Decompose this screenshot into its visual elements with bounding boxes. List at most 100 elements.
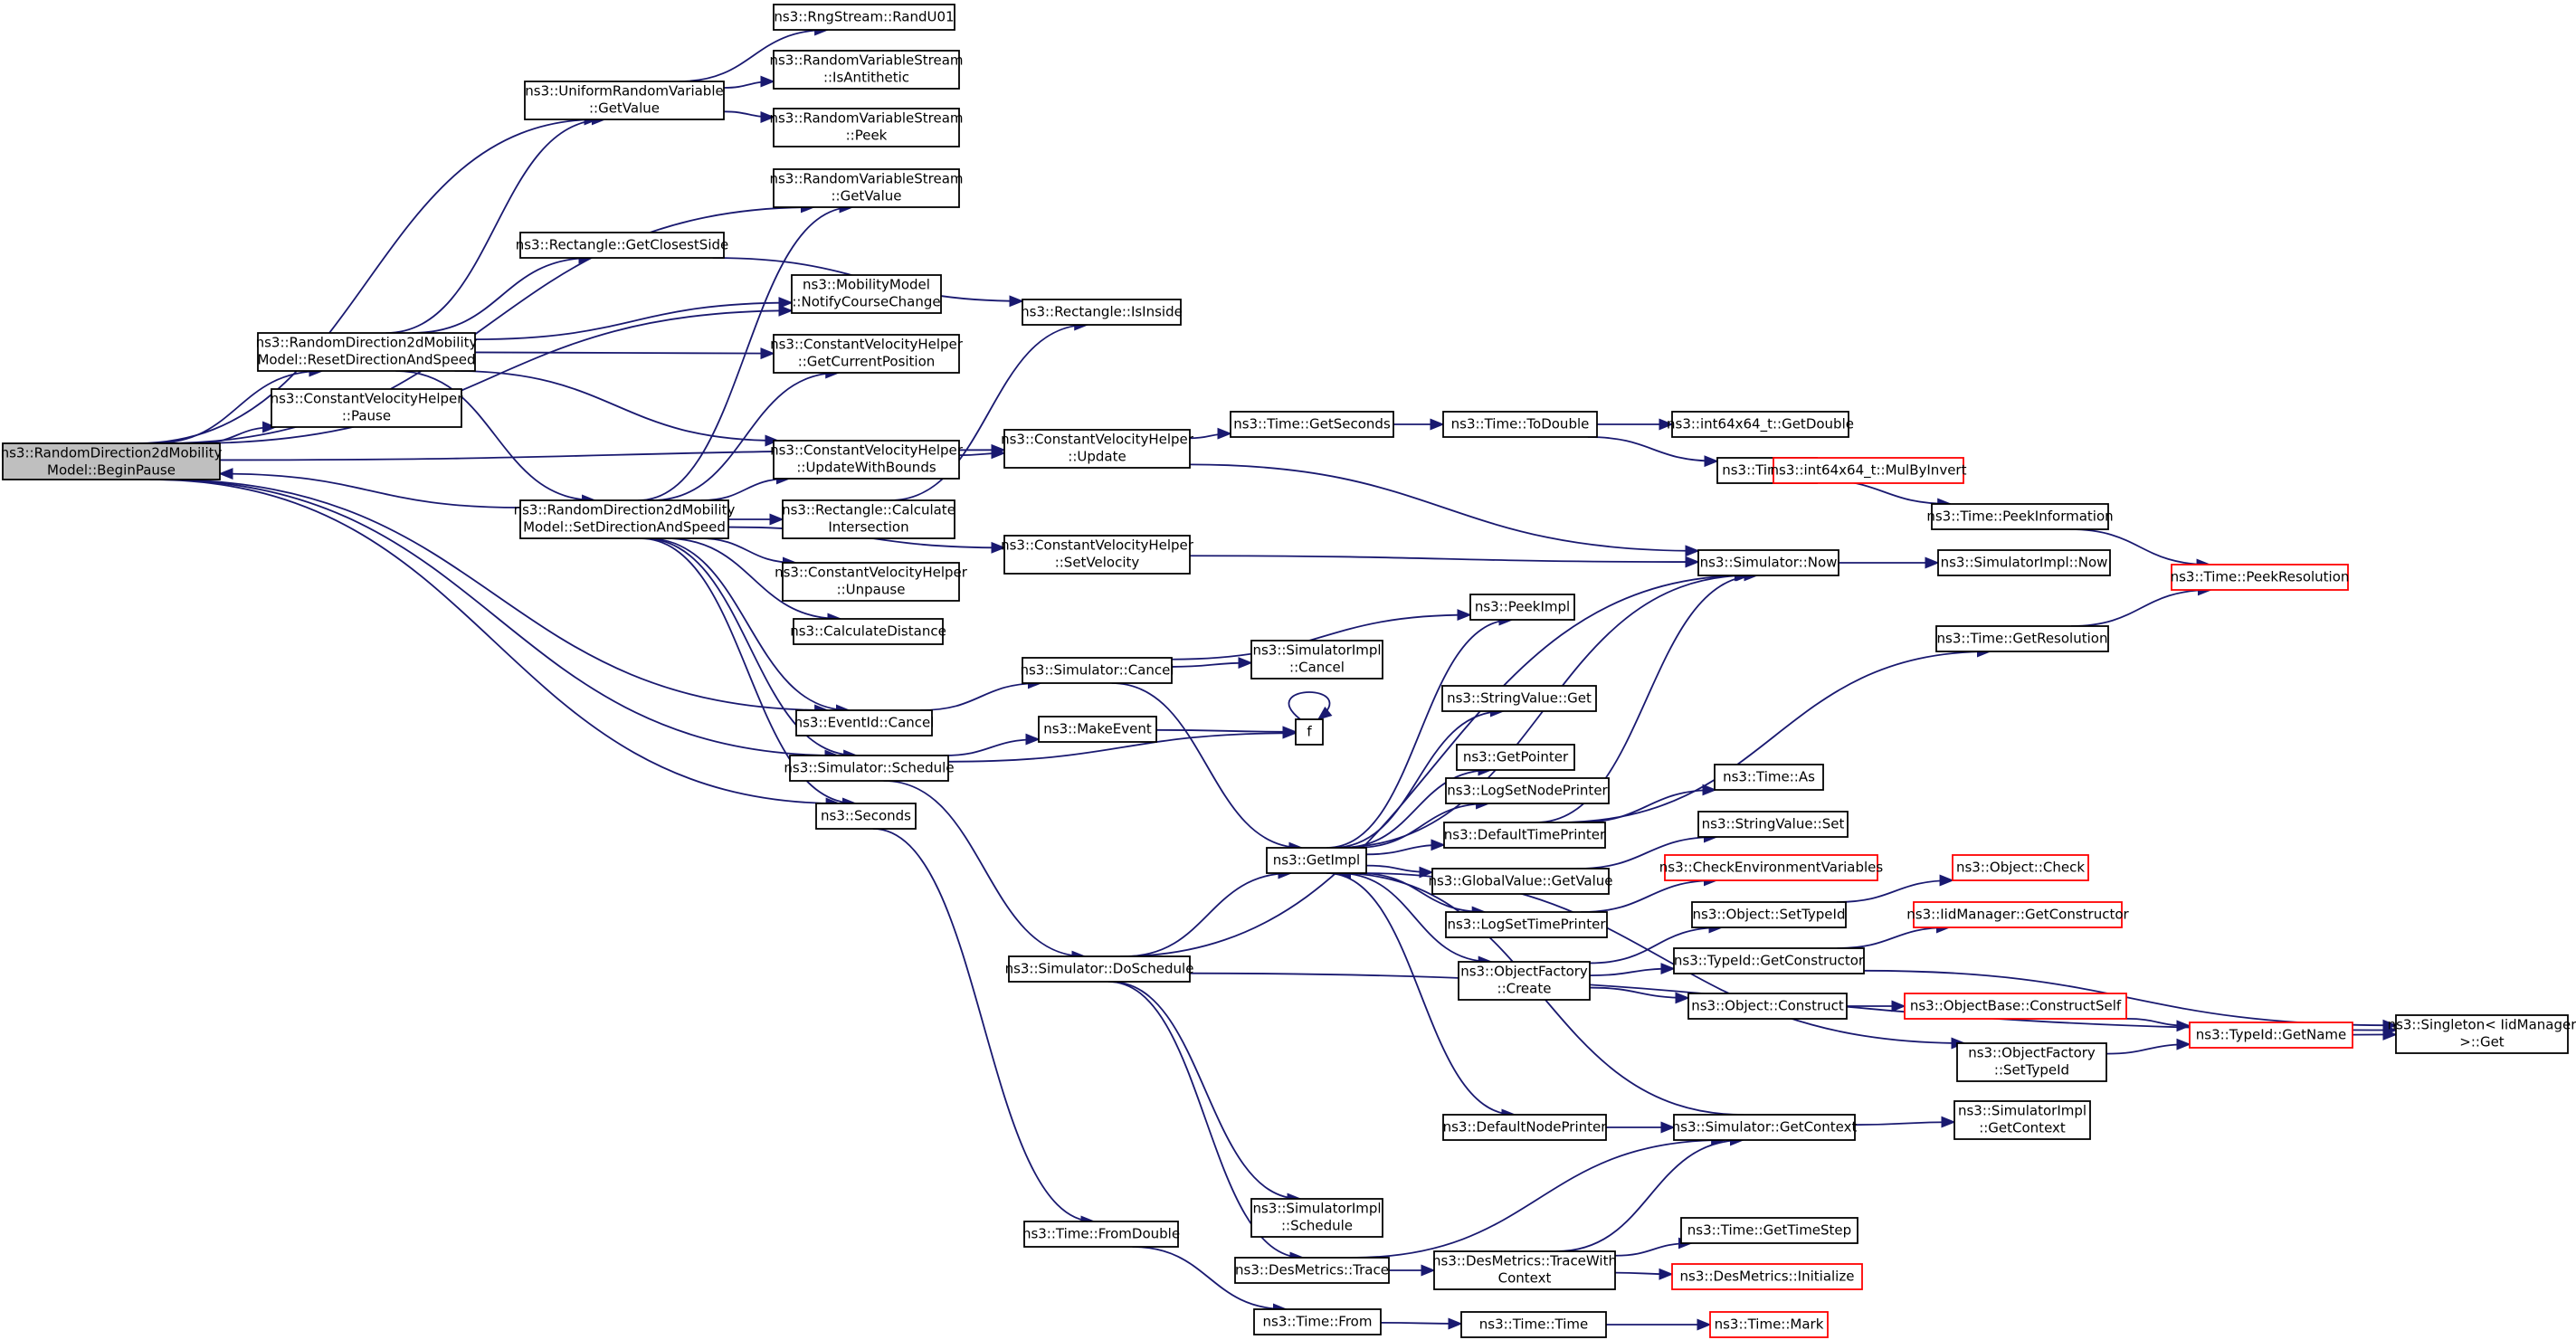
node-label-line: ns3::Time::GetSeconds [1233, 416, 1391, 432]
function-node-simimpl_getctx[interactable]: ns3::SimulatorImpl::GetContext [1953, 1100, 2091, 1140]
node-label-line: ns3::ConstantVelocityHelper [775, 565, 968, 581]
function-node-obj_construct[interactable]: ns3::Object::Construct [1687, 993, 1848, 1020]
node-label-line: ns3::Time::FromDouble [1022, 1226, 1180, 1242]
function-node-rect_closest[interactable]: ns3::Rectangle::GetClosestSide [516, 232, 729, 259]
node-box [2, 442, 221, 480]
function-node-int_mulbyinv[interactable]: ns3::int64x64_t::MulByInvert [1771, 457, 1967, 484]
function-node-cvh_setvel[interactable]: ns3::ConstantVelocityHelper::SetVelocity [1001, 535, 1194, 575]
node-box [1441, 685, 1597, 712]
function-node-cvh_upbounds[interactable]: ns3::ConstantVelocityHelper::UpdateWithB… [770, 440, 964, 480]
function-node-reset_dir[interactable]: ns3::RandomDirection2dMobilityModel::Res… [256, 332, 478, 372]
function-node-time_as[interactable]: ns3::Time::As [1714, 764, 1824, 791]
node-label-line: ns3::TypeId::GetName [2196, 1027, 2346, 1043]
node-box [1937, 549, 2111, 576]
node-box [519, 499, 729, 539]
node-box [1022, 299, 1182, 326]
function-node-desm_trace[interactable]: ns3::DesMetrics::Trace [1234, 1257, 1390, 1284]
node-label-line: ::Schedule [1281, 1218, 1353, 1234]
call-edge-sim_schedule-to-sim_dosched [883, 780, 1087, 963]
function-node-sim_schedule[interactable]: ns3::Simulator::Schedule [784, 755, 955, 782]
function-node-objfac_settypeid[interactable]: ns3::ObjectFactory::SetTypeId [1956, 1042, 2107, 1082]
call-edge-sim_dosched-to-desm_trace [1107, 981, 1305, 1264]
node-layer: ns3::RandomDirection2dMobilityModel::Beg… [1, 4, 2576, 1338]
function-node-root[interactable]: ns3::RandomDirection2dMobilityModel::Beg… [1, 442, 223, 480]
function-node-time_getres[interactable]: ns3::Time::GetResolution [1935, 625, 2109, 652]
call-edge-reset_dir-to-cvh_upbounds [454, 370, 780, 447]
function-node-getpointer[interactable]: ns3::GetPointer [1456, 744, 1575, 771]
function-node-time_peekres[interactable]: ns3::Time::PeekResolution [2171, 564, 2350, 591]
function-node-deftimeprinter[interactable]: ns3::DefaultTimePrinter [1443, 822, 1606, 849]
call-edge-sim_dosched-to-sim_now [1120, 569, 1750, 957]
function-node-rvs_anti[interactable]: ns3::RandomVariableStream::IsAntithetic [769, 50, 964, 90]
function-node-strval_get[interactable]: ns3::StringValue::Get [1441, 685, 1597, 712]
function-node-mm_notify[interactable]: ns3::MobilityModel::NotifyCourseChange [791, 274, 942, 314]
node-box [1443, 822, 1606, 849]
function-node-sim_dosched[interactable]: ns3::Simulator::DoSchedule [1005, 955, 1194, 983]
function-node-typeid_getname[interactable]: ns3::TypeId::GetName [2189, 1022, 2353, 1049]
function-node-calcdist[interactable]: ns3::CalculateDistance [790, 618, 946, 645]
function-node-sim_now[interactable]: ns3::Simulator::Now [1697, 549, 1839, 576]
node-label-line: ns3::TypeId::GetConstructor [1674, 953, 1865, 969]
function-node-urv_get[interactable]: ns3::UniformRandomVariable::GetValue [524, 81, 725, 120]
function-node-set_dir[interactable]: ns3::RandomDirection2dMobilityModel::Set… [514, 499, 736, 539]
function-node-defnodeprinter[interactable]: ns3::DefaultNodePrinter [1442, 1114, 1608, 1141]
function-node-getimpl[interactable]: ns3::GetImpl [1266, 847, 1367, 874]
function-node-obj_settypeid[interactable]: ns3::Object::SetTypeId [1691, 901, 1847, 928]
function-node-desm_init[interactable]: ns3::DesMetrics::Initialize [1671, 1263, 1863, 1290]
function-node-time_time[interactable]: ns3::Time::Time [1460, 1311, 1607, 1338]
function-node-lognodeprinter[interactable]: ns3::LogSetNodePrinter [1445, 777, 1610, 804]
function-node-cvh_update[interactable]: ns3::ConstantVelocityHelper::Update [1001, 429, 1194, 469]
function-node-objbase_construct[interactable]: ns3::ObjectBase::ConstructSelf [1904, 993, 2127, 1020]
node-label-line: ns3::RngStream::RandU01 [774, 9, 954, 25]
function-node-time_mark[interactable]: ns3::Time::Mark [1709, 1311, 1829, 1338]
call-edge-desm_tracectx-to-time_gettimestep [1614, 1237, 1694, 1257]
function-node-makeevent[interactable]: ns3::MakeEvent [1038, 716, 1157, 743]
function-node-eventid_cancel[interactable]: ns3::EventId::Cancel [794, 709, 935, 737]
node-label-line: ns3::SimulatorImpl::Now [1941, 555, 2108, 571]
function-node-simimpl_cancel[interactable]: ns3::SimulatorImpl::Cancel [1250, 640, 1383, 680]
function-node-typeid_getctor[interactable]: ns3::TypeId::GetConstructor [1673, 947, 1865, 974]
function-node-sim_getctx[interactable]: ns3::Simulator::GetContext [1672, 1114, 1858, 1141]
function-node-rng_rand[interactable]: ns3::RngStream::RandU01 [773, 4, 955, 31]
function-node-time_todouble[interactable]: ns3::Time::ToDouble [1442, 411, 1598, 438]
function-node-strval_set[interactable]: ns3::StringValue::Set [1697, 811, 1849, 838]
function-node-sim_cancel[interactable]: ns3::Simulator::Cancel [1020, 657, 1174, 684]
function-node-rvs_peek[interactable]: ns3::RandomVariableStream::Peek [769, 108, 964, 147]
function-node-cvh_pause[interactable]: ns3::ConstantVelocityHelper::Pause [271, 388, 464, 428]
function-node-iid_getctor[interactable]: ns3::IidManager::GetConstructor [1906, 901, 2130, 928]
function-node-peekimpl[interactable]: ns3::PeekImpl [1469, 594, 1575, 621]
node-label-line: f [1307, 724, 1312, 740]
function-node-rect_inside[interactable]: ns3::Rectangle::IsInside [1021, 299, 1183, 326]
function-node-int_getdouble[interactable]: ns3::int64x64_t::GetDouble [1667, 411, 1854, 438]
function-node-time_getsec[interactable]: ns3::Time::GetSeconds [1230, 411, 1394, 438]
function-node-f[interactable]: f [1295, 718, 1324, 746]
node-box [1469, 594, 1575, 621]
function-node-obj_check[interactable]: ns3::Object::Check [1952, 854, 2089, 881]
function-node-checkenv[interactable]: ns3::CheckEnvironmentVariables [1659, 854, 1884, 881]
call-edge-root-to-reset_dir [153, 365, 324, 444]
function-node-time_fromdouble[interactable]: ns3::Time::FromDouble [1022, 1221, 1180, 1248]
function-node-time_from[interactable]: ns3::Time::From [1253, 1308, 1382, 1335]
function-node-simimpl_now[interactable]: ns3::SimulatorImpl::Now [1937, 549, 2111, 576]
function-node-simimpl_sched[interactable]: ns3::SimulatorImpl::Schedule [1250, 1198, 1383, 1238]
function-node-seconds[interactable]: ns3::Seconds [815, 803, 917, 830]
node-box [2171, 564, 2349, 591]
function-node-cvh_curpos[interactable]: ns3::ConstantVelocityHelper::GetCurrentP… [770, 334, 964, 374]
call-edge-reset_dir-to-set_dir [395, 370, 597, 507]
function-node-time_peekinfo[interactable]: ns3::Time::PeekInformation [1926, 503, 2114, 530]
function-node-singleton_get[interactable]: ns3::Singleton< IidManager>::Get [2388, 1014, 2576, 1054]
node-label-line: ns3::DesMetrics::Trace [1235, 1262, 1389, 1278]
call-edge-logtimeprinter-to-checkenv [1581, 874, 1719, 913]
call-edge-sim_getctx-to-simimpl_getctx [1854, 1116, 1956, 1128]
function-node-cvh_unpause[interactable]: ns3::ConstantVelocityHelper::Unpause [775, 562, 968, 602]
function-node-rvs_get[interactable]: ns3::RandomVariableStream::GetValue [769, 168, 964, 208]
node-label-line: ns3::PeekImpl [1475, 599, 1570, 615]
function-node-globval_get[interactable]: ns3::GlobalValue::GetValue [1428, 868, 1613, 895]
function-node-logtimeprinter[interactable]: ns3::LogSetTimePrinter [1445, 911, 1608, 938]
node-box [1022, 657, 1173, 684]
node-label-line: ns3::Object::Construct [1691, 998, 1844, 1014]
function-node-objfac_create[interactable]: ns3::ObjectFactory::Create [1458, 961, 1591, 1001]
function-node-time_gettimestep[interactable]: ns3::Time::GetTimeStep [1680, 1217, 1858, 1244]
